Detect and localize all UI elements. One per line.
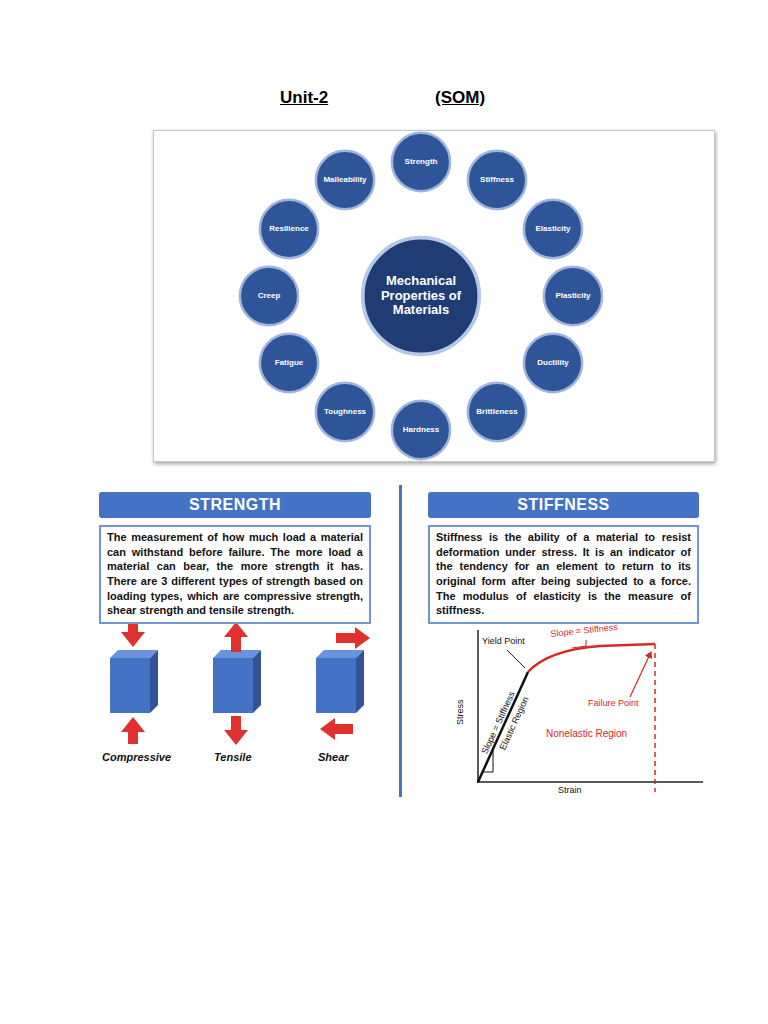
compressive-cube xyxy=(110,616,158,744)
node-text: STRENGTH xyxy=(105,496,365,514)
circle-shape xyxy=(260,200,318,258)
node-text: Hardness xyxy=(400,425,442,434)
illustration-shape xyxy=(110,658,150,713)
page-title: Unit-2 xyxy=(280,88,328,108)
circle-shape xyxy=(468,151,526,209)
property-circle: Toughness xyxy=(314,381,376,443)
node-text: Strength xyxy=(402,157,441,166)
property-circle: Stiffness xyxy=(466,149,528,211)
circle-shape xyxy=(260,334,318,392)
circle-shape xyxy=(468,383,526,441)
property-circle: Malleability xyxy=(314,149,376,211)
illustration-shape xyxy=(150,650,158,713)
illustration-shape xyxy=(654,644,656,792)
node-text: Plasticity xyxy=(552,291,593,300)
illustration-shape xyxy=(253,650,261,713)
circle-shape xyxy=(524,334,582,392)
text-label: Shear xyxy=(318,751,349,763)
illustration-shape xyxy=(507,650,525,668)
stress-strain-graph xyxy=(477,630,703,792)
circle-shape xyxy=(316,383,374,441)
property-circle: Hardness xyxy=(390,399,452,461)
node-text: The measurement of how much load a mater… xyxy=(107,530,363,618)
node-text: STIFFNESS xyxy=(434,496,693,514)
text-label: Tensile xyxy=(214,751,252,763)
illustration-shape xyxy=(356,650,364,713)
illustration-shape xyxy=(477,781,703,783)
description-box: The measurement of how much load a mater… xyxy=(99,525,371,624)
illustration-shape xyxy=(320,718,353,740)
property-circle: Brittleness xyxy=(466,381,528,443)
circle-shape xyxy=(240,267,298,325)
subject-title: (SOM) xyxy=(435,88,485,108)
description-box: Stiffness is the ability of a material t… xyxy=(428,525,699,624)
section-header: STIFFNESS xyxy=(428,492,699,518)
text-label: Stress xyxy=(456,699,466,725)
circle-shape xyxy=(392,401,450,459)
circle-shape xyxy=(524,200,582,258)
center-circle: Mechanical Properties of Materials xyxy=(359,234,483,358)
property-circle: Ductility xyxy=(522,332,584,394)
circle-shape xyxy=(544,267,602,325)
node-text: Creep xyxy=(255,291,284,300)
node-text: Stiffness xyxy=(477,175,517,184)
illustration-shape xyxy=(316,658,356,713)
tensile-cube xyxy=(213,622,261,745)
illustration-shape xyxy=(572,640,586,648)
illustration-shape xyxy=(110,650,158,658)
property-circle: Elasticity xyxy=(522,198,584,260)
property-circle: Strength xyxy=(390,131,452,193)
section-header: STRENGTH xyxy=(99,492,371,518)
circle-shape xyxy=(316,151,374,209)
property-circle: Resilience xyxy=(258,198,320,260)
divider-line xyxy=(399,485,402,797)
illustration-shape xyxy=(121,717,145,744)
node-text: Malleability xyxy=(320,175,369,184)
text-label: Failure Point xyxy=(588,699,639,709)
illustration-shape xyxy=(478,672,528,782)
illustration-shape xyxy=(213,658,253,713)
node-text: Fatigue xyxy=(272,358,306,367)
shear-cube xyxy=(316,627,370,740)
illustration-shape xyxy=(336,627,370,649)
node-text: Stiffness is the ability of a material t… xyxy=(436,530,691,618)
text-label: Compressive xyxy=(102,751,171,763)
circle-shape xyxy=(392,133,450,191)
node-text: Brittleness xyxy=(473,407,520,416)
node-text: Mechanical Properties of Materials xyxy=(359,274,483,319)
illustration-shape xyxy=(224,716,248,745)
illustration-shape xyxy=(316,650,364,658)
illustration-shape xyxy=(528,644,655,672)
text-label: Yield Point xyxy=(482,637,525,647)
illustration-shape xyxy=(477,630,479,783)
node-text: Ductility xyxy=(534,358,572,367)
text-label: Nonelastic Region xyxy=(546,728,627,739)
text-label: Strain xyxy=(558,786,582,796)
property-circle: Creep xyxy=(238,265,300,327)
node-text: Resilience xyxy=(266,224,312,233)
property-circle: Fatigue xyxy=(258,332,320,394)
text-label: Slope = Stiffness xyxy=(550,623,618,640)
node-text: Toughness xyxy=(321,407,369,416)
node-text: Elasticity xyxy=(532,224,573,233)
illustration-shape xyxy=(224,622,248,652)
illustration-shape xyxy=(630,652,651,697)
property-circle: Plasticity xyxy=(542,265,604,327)
